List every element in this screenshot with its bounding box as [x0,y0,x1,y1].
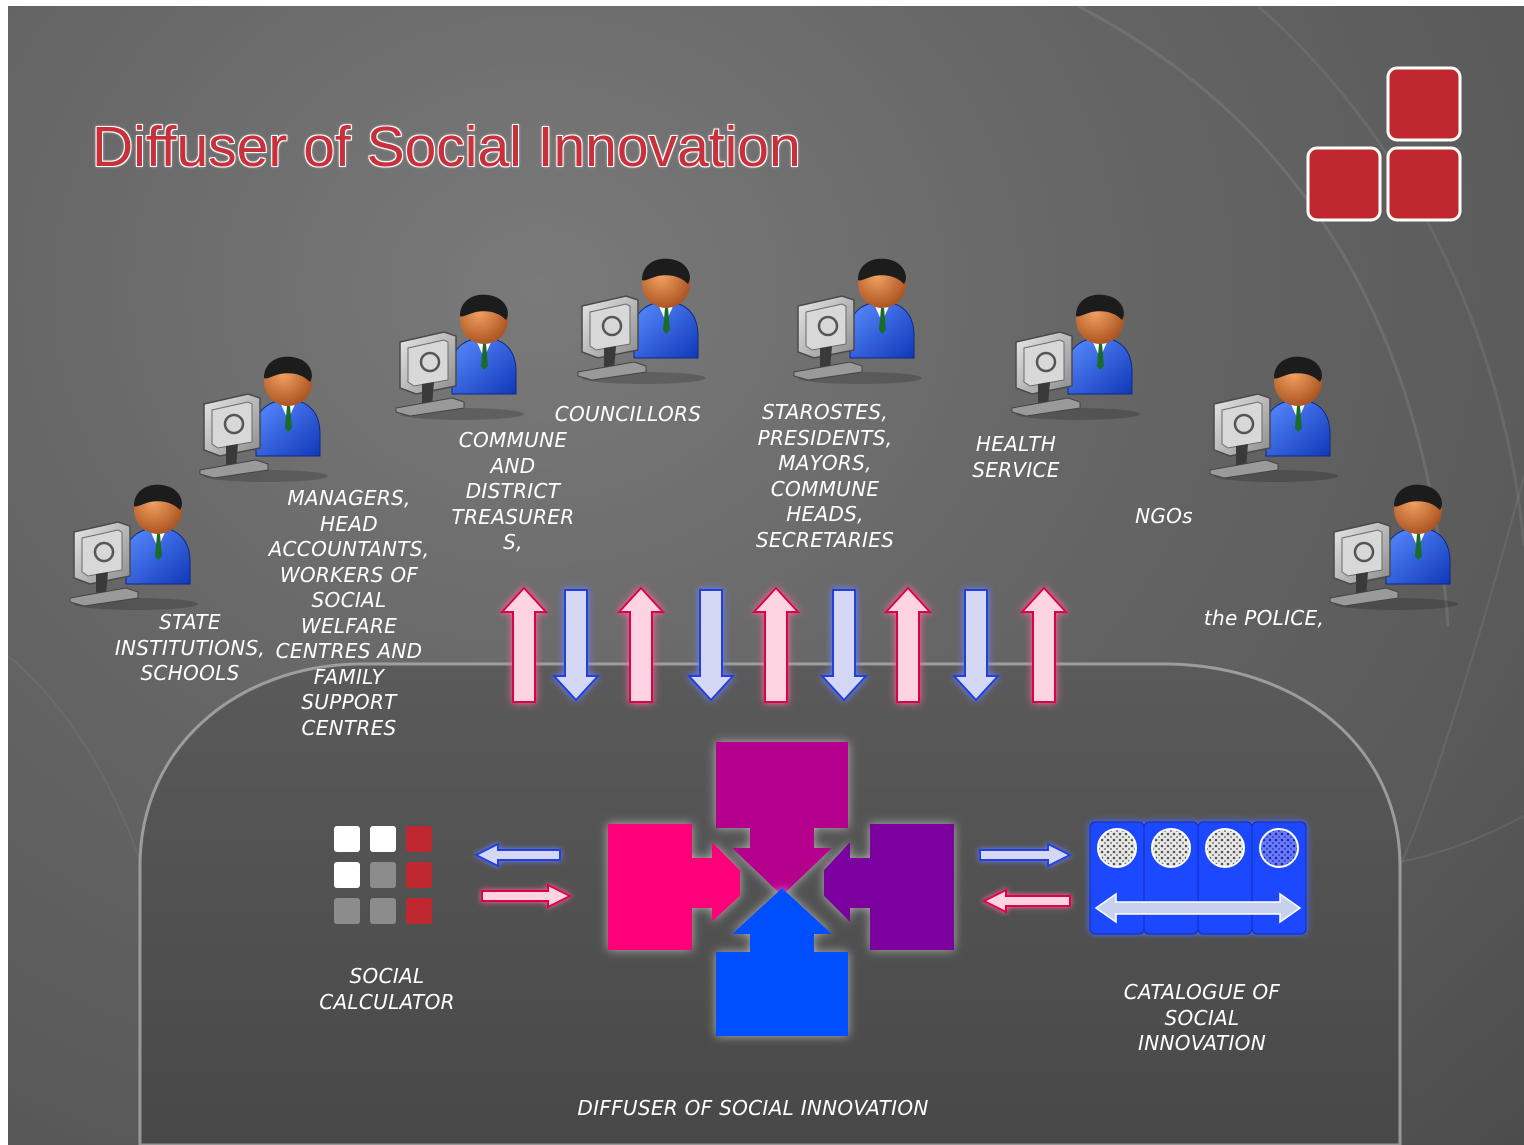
calculator-grid-icon [334,826,432,924]
user-at-computer-icon [576,257,708,386]
stakeholder-label-councillors: COUNCILLORS [554,402,702,426]
user-at-computer-icon [792,257,924,386]
catalogue-panel-icon [1089,821,1307,935]
user-at-computer-icon [1208,355,1340,484]
exchange-arrows [473,842,1073,914]
user-at-computer-icon [394,293,526,422]
communication-arrows [501,587,1067,703]
user-at-computer-icon [198,355,330,484]
user-at-computer-icon [68,483,200,612]
diffuser-label: DIFFUSER OF SOCIAL INNOVATION [577,1096,929,1120]
slide-title: Diffuser of Social Innovation [92,115,801,179]
user-at-computer-icon [1328,483,1460,612]
slide: Diffuser of Social Innovation [8,6,1524,1145]
convergence-graphic [608,742,954,1036]
logo-squares-icon [1306,66,1462,222]
stakeholder-label-police: the POLICE, [1203,606,1325,630]
user-at-computer-icon [1010,293,1142,422]
stakeholder-label-ngos: NGOs [1135,504,1193,528]
